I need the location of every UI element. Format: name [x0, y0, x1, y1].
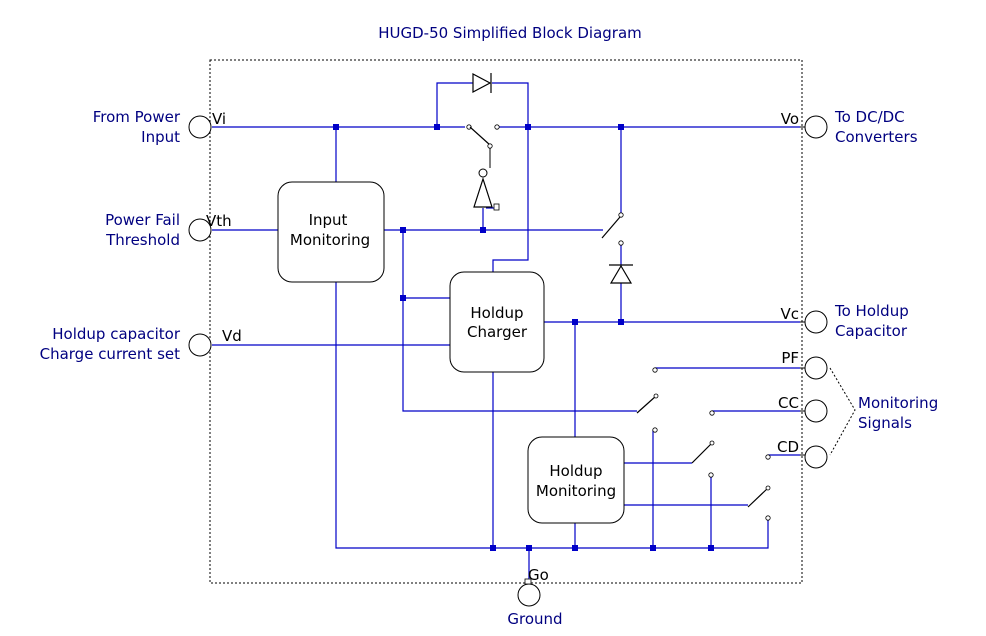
- input-monitoring-label-1: Input: [309, 211, 348, 229]
- holdup-monitoring-label-1: Holdup: [549, 462, 602, 480]
- vi-terminal: [188, 115, 212, 139]
- label-from-power-2: Input: [141, 128, 180, 146]
- pin-vo: Vo: [781, 110, 799, 128]
- pf-terminal: [804, 356, 828, 380]
- pin-vd: Vd: [222, 327, 242, 345]
- pin-cd: CD: [777, 438, 799, 456]
- pin-vi: Vi: [212, 110, 226, 128]
- junction-dots: [333, 124, 714, 551]
- label-to-dcdc-1: To DC/DC: [834, 108, 905, 126]
- vth-terminal: [188, 218, 212, 242]
- cd-terminal: [804, 445, 828, 469]
- label-from-power-1: From Power: [93, 108, 181, 126]
- vc-terminal: [804, 310, 828, 334]
- cc-terminal: [804, 399, 828, 423]
- label-to-holdup-2: Capacitor: [835, 322, 908, 340]
- holdup-monitoring-label-2: Monitoring: [536, 482, 616, 500]
- bypass-diode: [472, 73, 492, 93]
- pin-go: Go: [528, 566, 549, 584]
- external-labels: From Power Input Power Fail Threshold Ho…: [40, 108, 939, 628]
- diagram-title: HUGD-50 Simplified Block Diagram: [378, 24, 642, 42]
- output-switch: [601, 212, 624, 246]
- input-monitoring-block: Input Monitoring: [277, 181, 385, 283]
- pin-vth: Vth: [206, 212, 232, 230]
- label-holdup-cap-2: Charge current set: [40, 345, 181, 363]
- pf-switch: [636, 367, 659, 433]
- cc-switch: [691, 410, 715, 478]
- label-power-fail-1: Power Fail: [105, 211, 180, 229]
- pin-labels: Vi Vth Vd Vo Vc PF CC CD Go: [206, 110, 799, 584]
- label-ground: Ground: [507, 610, 562, 628]
- charge-diode: [609, 264, 633, 284]
- vd-terminal: [188, 333, 212, 357]
- monitoring-bracket: [829, 367, 856, 456]
- main-switch: [466, 124, 500, 211]
- pin-pf: PF: [781, 349, 799, 367]
- vo-terminal: [804, 115, 828, 139]
- cd-switch: [747, 454, 771, 521]
- label-to-holdup-1: To Holdup: [834, 302, 909, 320]
- label-holdup-cap-1: Holdup capacitor: [52, 325, 181, 343]
- pin-vc: Vc: [780, 305, 799, 323]
- holdup-monitoring-block: Holdup Monitoring: [527, 436, 625, 524]
- pin-cc: CC: [778, 394, 799, 412]
- label-to-dcdc-2: Converters: [835, 128, 918, 146]
- label-monitoring-1: Monitoring: [858, 394, 938, 412]
- go-pin-marker: [524, 578, 532, 585]
- input-monitoring-label-2: Monitoring: [290, 231, 370, 249]
- go-terminal: [517, 583, 541, 607]
- label-power-fail-2: Threshold: [105, 231, 180, 249]
- holdup-charger-block: Holdup Charger: [449, 271, 545, 373]
- holdup-charger-label-1: Holdup: [470, 304, 523, 322]
- label-monitoring-2: Signals: [858, 414, 912, 432]
- terminals: [188, 115, 828, 607]
- holdup-charger-label-2: Charger: [467, 323, 528, 341]
- wiring: [212, 82, 800, 583]
